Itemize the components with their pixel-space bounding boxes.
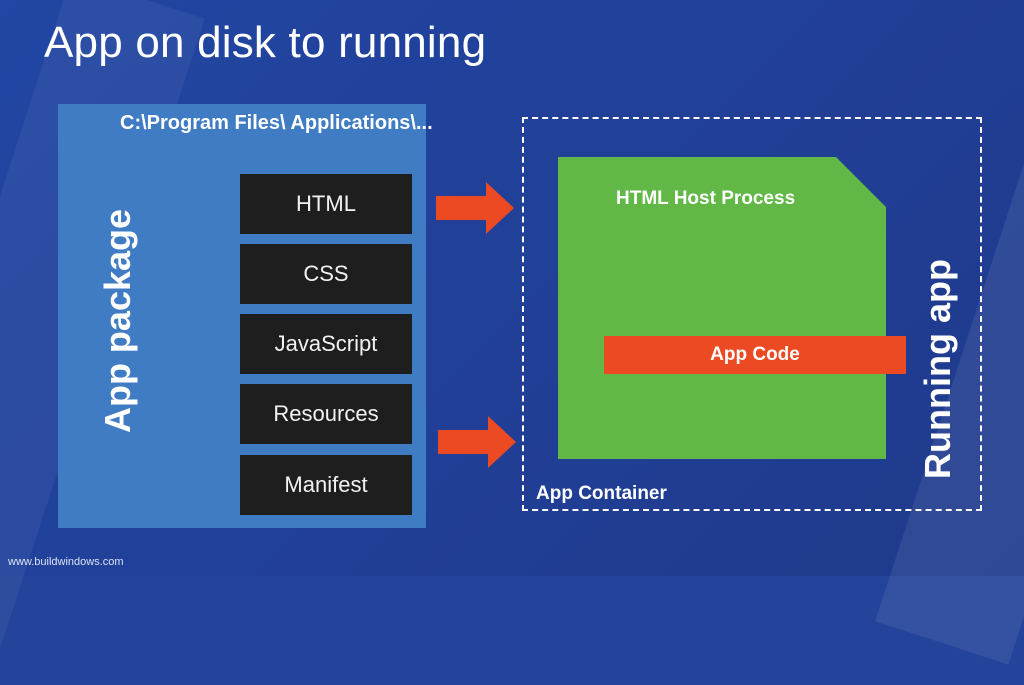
slide-title: App on disk to running bbox=[44, 18, 487, 67]
arrow-to-container-bottom bbox=[438, 416, 516, 468]
html-host-process-label: HTML Host Process bbox=[616, 188, 796, 209]
arrow-to-container-top bbox=[436, 182, 514, 234]
app-code-label: App Code bbox=[710, 344, 800, 365]
file-manifest: Manifest bbox=[240, 455, 412, 515]
running-app-label: Running app bbox=[917, 259, 958, 479]
footer-url: www.buildwindows.com bbox=[8, 556, 124, 568]
app-package-label: App package bbox=[97, 208, 138, 434]
app-container-label: App Container bbox=[536, 483, 667, 504]
file-html: HTML bbox=[240, 174, 412, 234]
file-javascript: JavaScript bbox=[240, 314, 412, 374]
html-host-process-box bbox=[558, 157, 886, 459]
app-container-box: App Container bbox=[522, 117, 982, 511]
app-package-panel: C:\Program Files\ Applications\... App p… bbox=[58, 104, 433, 528]
file-resources: Resources bbox=[240, 384, 412, 444]
file-css: CSS bbox=[240, 244, 412, 304]
package-path: C:\Program Files\ Applications\... bbox=[120, 112, 433, 134]
app-code-bar: App Code bbox=[604, 336, 906, 374]
